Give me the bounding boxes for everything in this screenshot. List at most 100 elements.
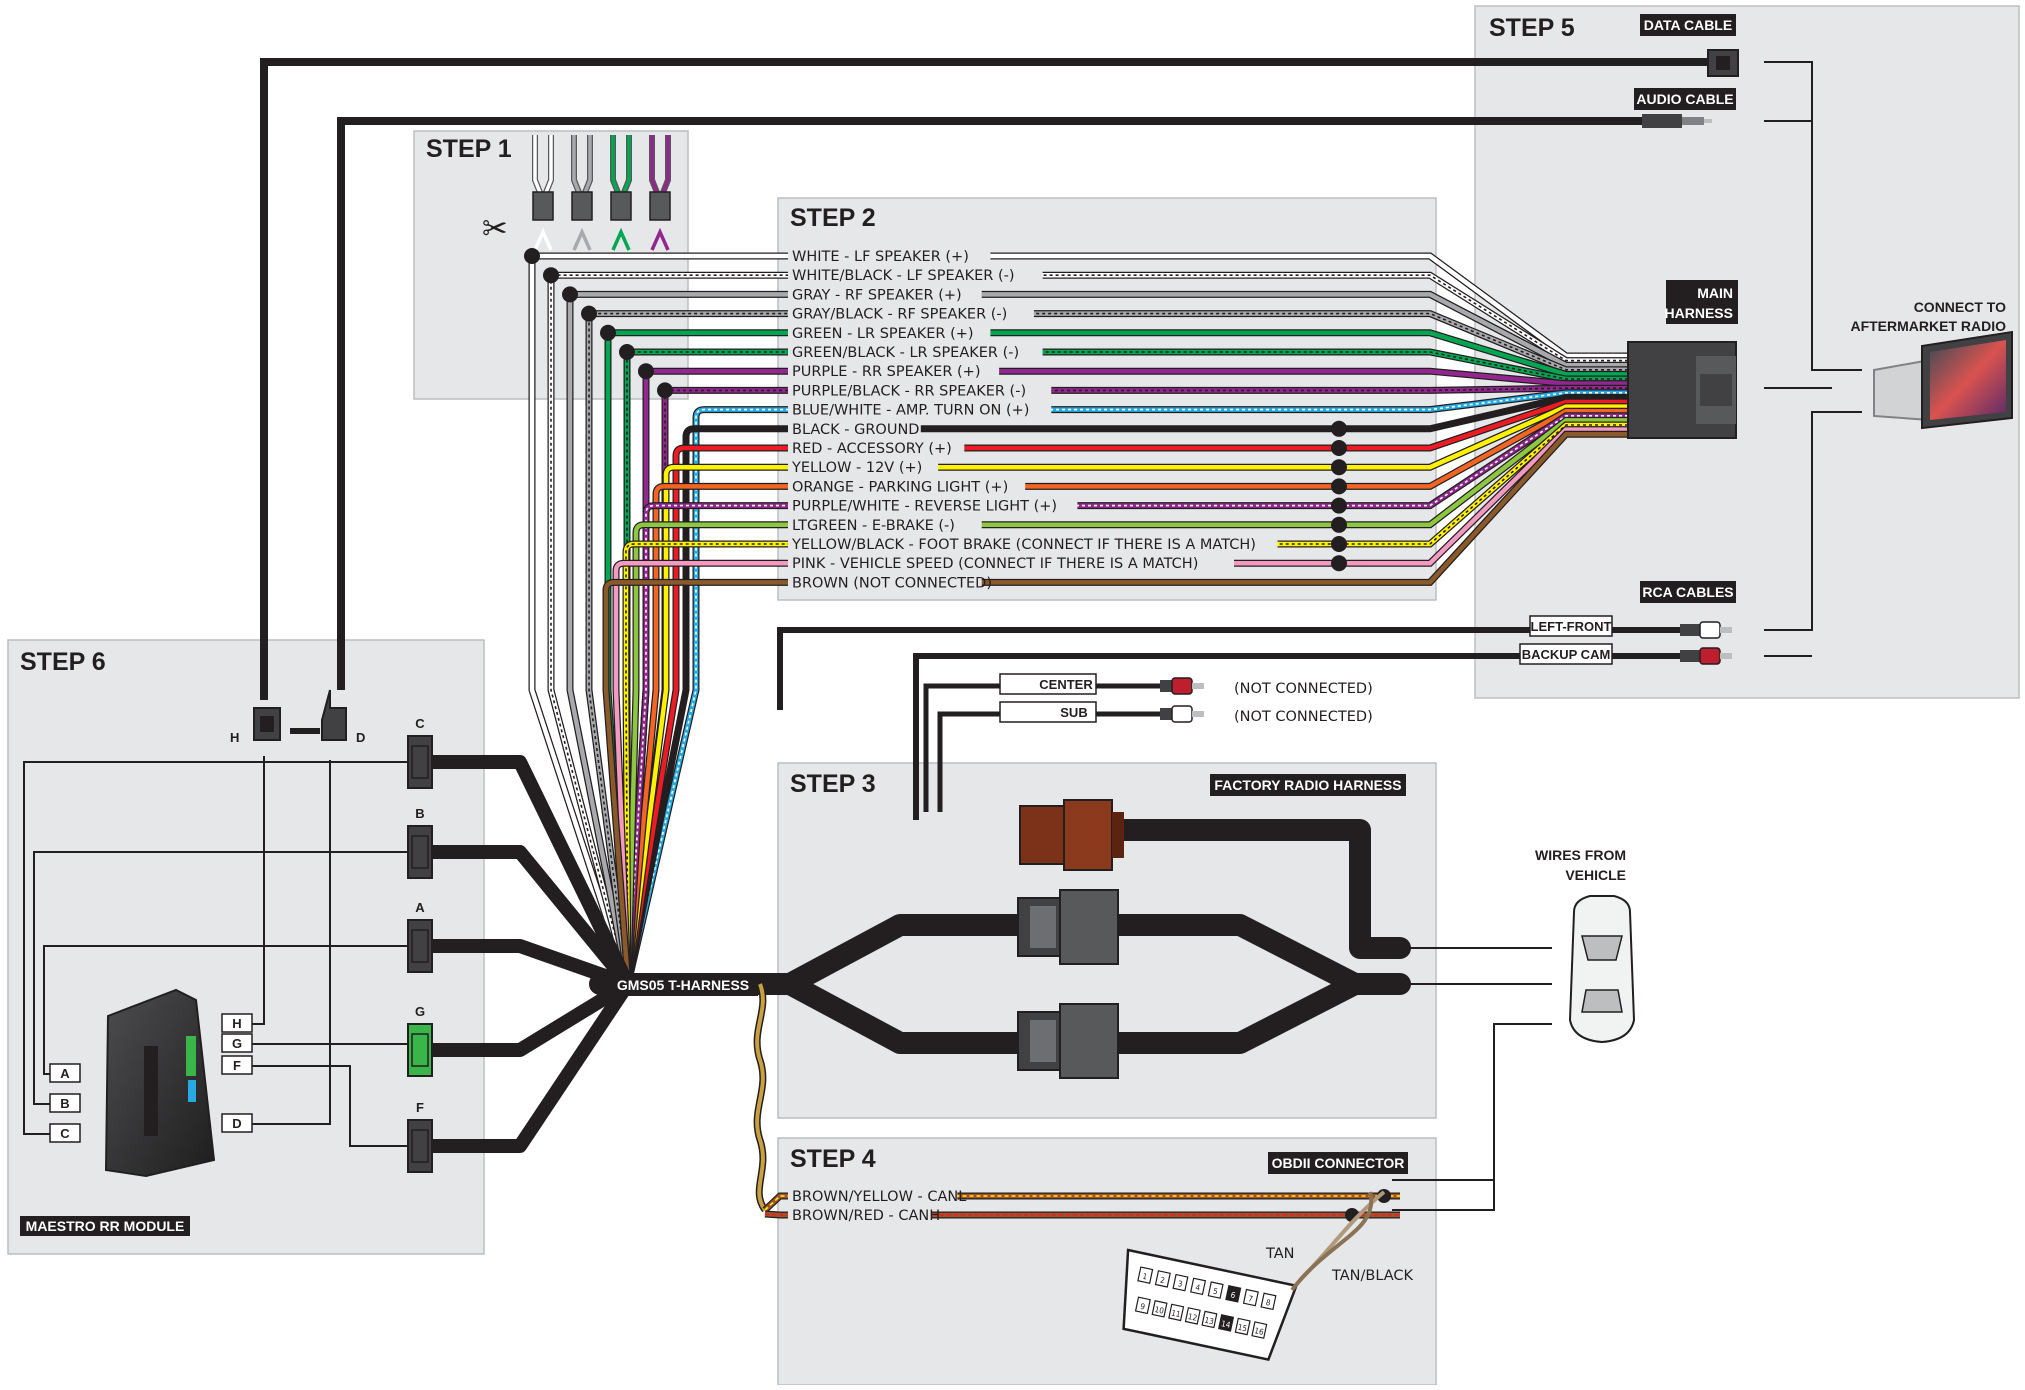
obd-pin (1207, 1281, 1224, 1299)
left-front-tag (1529, 615, 1613, 637)
module-port-tag (49, 1123, 81, 1143)
maestro-module-badge (20, 1216, 190, 1236)
step2-wire-label: RED - ACCESSORY (+) (792, 441, 952, 457)
connection-dot (1331, 555, 1347, 572)
splice-dot (524, 248, 540, 264)
connect-radio-label-2: AFTERMARKET RADIO (1850, 318, 2006, 334)
step2-wire-label: PINK - VEHICLE SPEED (CONNECT IF THERE I… (792, 556, 1198, 572)
obd-pin-number: 14 (1220, 1319, 1231, 1330)
step2-wire-label: YELLOW - 12V (+) (791, 460, 922, 476)
factory-radio-label: FACTORY RADIO HARNESS (1214, 777, 1401, 793)
module-port-line (33, 851, 408, 1105)
factory-radio-badge (1210, 774, 1406, 796)
audio-cable-wire (337, 117, 1650, 690)
obd-pin (1134, 1296, 1151, 1315)
wires-vehicle-label-2: VEHICLE (1565, 867, 1626, 883)
data-cable-wire (260, 58, 1715, 700)
step2-wire-label: BLUE/WHITE - AMP. TURN ON (+) (792, 403, 1029, 419)
module-port-label: C (60, 1126, 70, 1141)
module-port-label: D (232, 1116, 241, 1131)
harness-wire (625, 404, 1628, 985)
harness-branch-cable (432, 980, 634, 1153)
wire-label-bg (788, 515, 982, 533)
harness-branch-cable (432, 978, 632, 1057)
obd-pin-number: 3 (1177, 1279, 1183, 1289)
obd-pin-number: 7 (1247, 1294, 1253, 1304)
step2-wire-label: WHITE/BLACK - LF SPEAKER (-) (792, 268, 1014, 284)
plug-d-label: D (356, 730, 365, 745)
connection-dot (1331, 478, 1347, 495)
main-harness-connector (1627, 341, 1737, 439)
obdii-badge (1268, 1152, 1408, 1174)
obd-pin (1234, 1317, 1251, 1336)
connection-dot (1331, 420, 1347, 437)
wire-label-bg (788, 304, 1034, 322)
t-harness-badge (608, 974, 758, 996)
step2-wire-label: GREEN/BLACK - LR SPEAKER (-) (792, 345, 1019, 361)
step6-title: STEP 6 (20, 648, 106, 676)
step2-wire-label: YELLOW/BLACK - FOOT BRAKE (CONNECT IF TH… (791, 537, 1256, 553)
harness-wire-stripe (627, 392, 1628, 985)
splice-sleeve (610, 191, 632, 221)
obd-pin (1218, 1314, 1235, 1332)
obd-pin-number: 6 (1230, 1290, 1237, 1300)
audio-cable-label: AUDIO CABLE (1636, 91, 1733, 107)
tan-twisted-pair (1290, 1190, 1386, 1292)
obd-pin (1190, 1277, 1207, 1296)
data-cable-badge (1640, 14, 1736, 36)
data-cable-label: DATA CABLE (1644, 17, 1732, 33)
wire-label-bg (788, 285, 982, 303)
module-port-line (222, 1065, 408, 1147)
connection-dot (1331, 516, 1347, 533)
can-label-bg (788, 1206, 932, 1223)
connection-dot (1331, 459, 1347, 476)
module-port-label: G (232, 1036, 242, 1051)
wires-vehicle-label-1: WIRES FROM (1535, 847, 1626, 863)
obd-pin-number: 13 (1204, 1316, 1215, 1327)
obd-pin (1225, 1285, 1242, 1303)
module-port-tag (221, 1013, 253, 1033)
splice-illustration (532, 135, 671, 251)
center-rca-plug (1160, 677, 1204, 695)
obd-pin (1184, 1307, 1201, 1325)
module-port-tag (221, 1113, 253, 1133)
wire-label-bg (788, 458, 939, 476)
step4-wire-label: BROWN/RED - CANH (792, 1208, 940, 1224)
harness-connector-label: A (415, 900, 425, 915)
obd-pin-number: 11 (1170, 1309, 1181, 1320)
vehicle-wires (1392, 947, 1552, 1211)
obd-pin-number: 8 (1265, 1298, 1272, 1308)
factory-radio-harness-plug (1019, 799, 1124, 871)
wire-label-bg (788, 477, 1026, 495)
module-port-label: B (60, 1096, 69, 1111)
splice-dot (543, 267, 559, 284)
wire-label-bg (788, 496, 1078, 514)
splice-dot (657, 382, 673, 399)
harness-branch-cable (432, 845, 634, 989)
step2-wire-label: GREEN - LR SPEAKER (+) (792, 326, 974, 342)
data-cable-plug-h-inner (260, 716, 274, 732)
connection-dot (1331, 440, 1347, 456)
t-harness-label: GMS05 T-HARNESS (617, 977, 749, 993)
wire-label-bg (788, 554, 1234, 572)
tan-black-label: TAN/BLACK (1331, 1268, 1414, 1284)
wire-label-bg (788, 573, 982, 591)
module-port-tag (221, 1055, 253, 1075)
module-port-label: F (233, 1058, 241, 1073)
main-harness-badge (1666, 280, 1738, 324)
rca-left-front-wire (777, 627, 1680, 710)
module-port-line (43, 945, 408, 1075)
maestro-module-port-blue (188, 1080, 196, 1102)
harness-connector-label: B (415, 806, 424, 821)
rca-cables-label: RCA CABLES (1642, 584, 1733, 600)
wire-label-bg (788, 323, 991, 341)
obd-pin-number: 2 (1159, 1275, 1165, 1285)
sub-not-connected: (NOT CONNECTED) (1234, 709, 1373, 725)
splice-dot (562, 286, 578, 303)
maestro-module-slot (144, 1046, 158, 1136)
scissors-icon: ✂ (482, 209, 508, 249)
splice-sleeve (532, 191, 554, 221)
wire-label-bg (788, 381, 1052, 399)
